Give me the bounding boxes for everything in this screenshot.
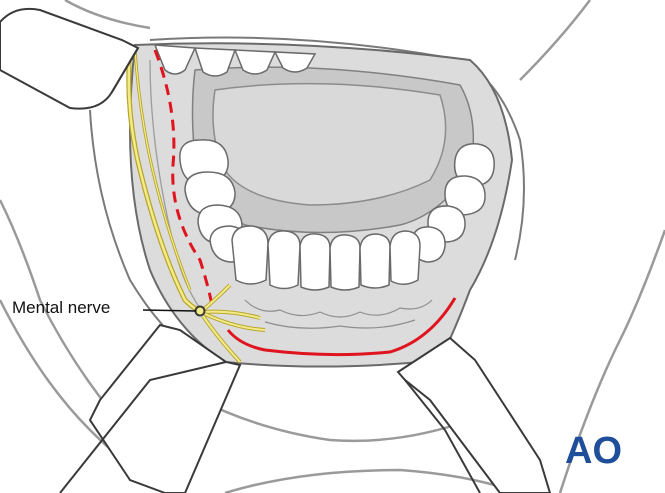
mental-foramen [194, 305, 206, 317]
retractor-lower-right [396, 336, 552, 493]
retractor-lower-left [59, 323, 242, 493]
retractor-upper-left [0, 7, 140, 110]
mental-nerve-label: Mental nerve [12, 298, 110, 317]
mental-nerve [126, 47, 266, 364]
mental-nerve-callout: Mental nerve [12, 298, 197, 317]
upper-teeth [153, 44, 317, 77]
ao-logo: AO [565, 430, 622, 472]
incision-solid [226, 297, 457, 357]
lower-posterior-teeth-left [179, 139, 249, 263]
ao-logo-text: AO [565, 430, 622, 472]
incision-dashed [153, 49, 214, 306]
gingiva-folds [244, 299, 433, 329]
tongue [212, 82, 447, 206]
lower-anterior-teeth [231, 225, 421, 291]
leader-line [142, 309, 197, 312]
